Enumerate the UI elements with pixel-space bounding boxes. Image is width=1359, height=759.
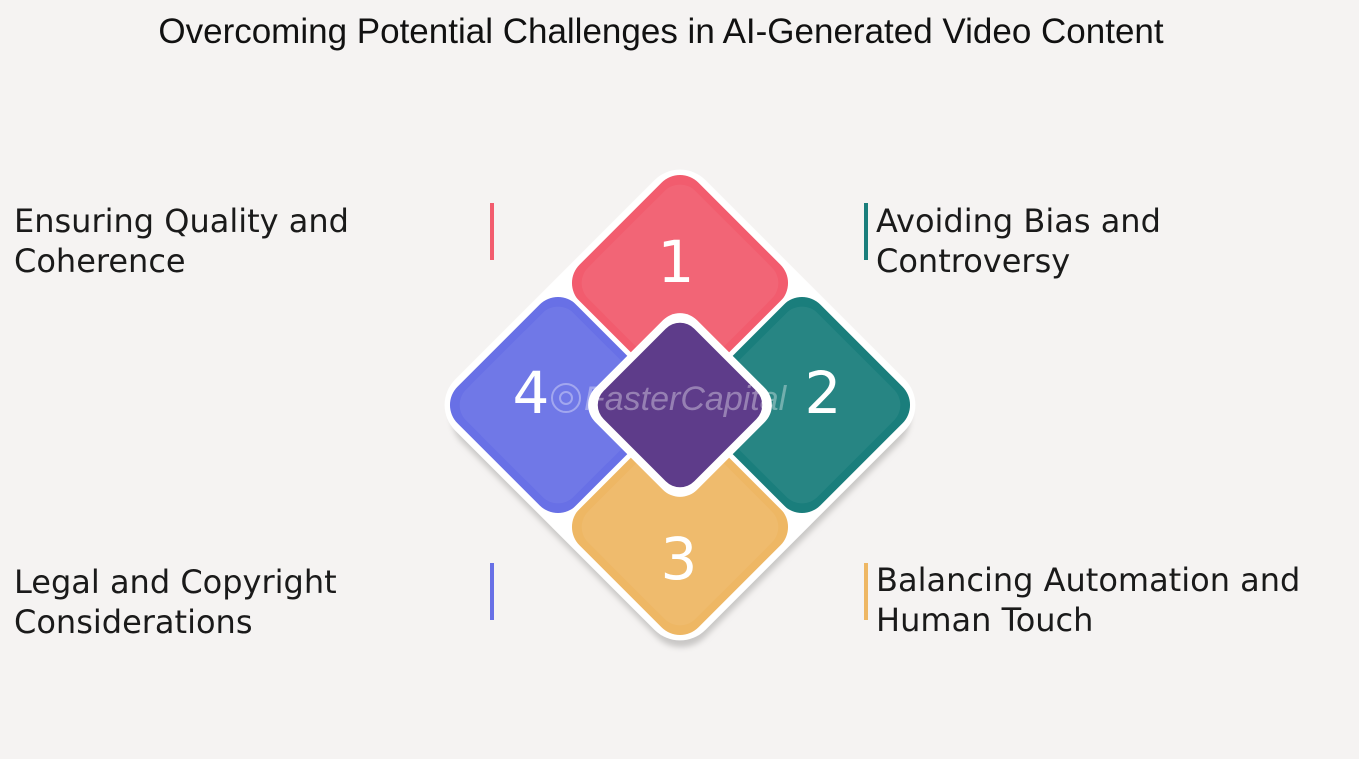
quadrant-2-tile xyxy=(693,296,911,514)
label-ensuring-quality: Ensuring Quality and Coherence xyxy=(14,202,349,280)
quadrant-3-number: 3 xyxy=(661,525,698,593)
quadrant-3-tile xyxy=(571,418,789,636)
quadrant-4-tile xyxy=(449,296,667,514)
quadrant-1-tile xyxy=(571,174,789,392)
label-avoiding-bias: Avoiding Bias and Controversy xyxy=(876,202,1161,280)
page-title: Overcoming Potential Challenges in AI-Ge… xyxy=(158,12,1164,51)
watermark-gear-icon xyxy=(551,383,581,413)
accent-bar-4 xyxy=(490,563,494,620)
quadrant-4-number: 4 xyxy=(513,359,550,427)
label-balancing-automation: Balancing Automation and Human Touch xyxy=(876,561,1301,639)
label-legal-copyright: Legal and Copyright Considerations xyxy=(14,563,337,641)
quadrant-1-number: 1 xyxy=(658,228,695,296)
quadrant-2-number: 2 xyxy=(805,359,842,427)
accent-bar-1 xyxy=(490,203,494,260)
accent-bar-3 xyxy=(864,563,868,620)
accent-bar-2 xyxy=(864,203,868,260)
center-diamond xyxy=(588,313,772,497)
watermark-text: FasterCapital xyxy=(584,380,788,418)
